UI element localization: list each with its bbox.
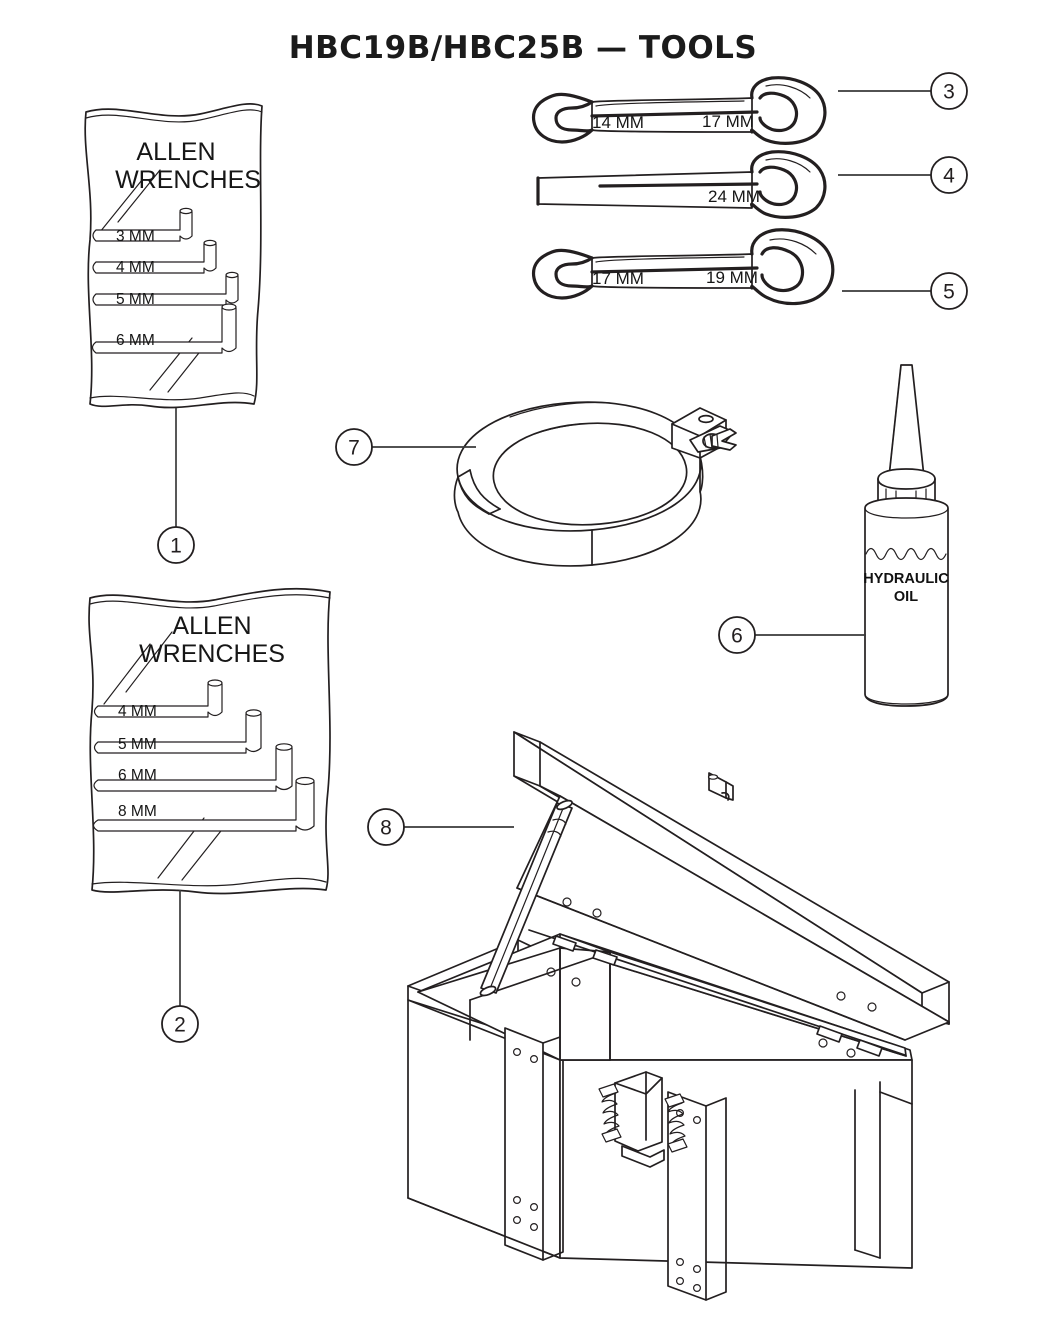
pouch-large-size-1: 5 MM [118, 736, 157, 753]
pouch-small-size-0: 3 MM [116, 228, 155, 245]
pouch-small-size-2: 5 MM [116, 291, 155, 308]
part-allen-pouch-small: ALLEN WRENCHES 3 MM 4 MM 5 MM 6 MM [84, 103, 263, 409]
pouch-large-heading-2: WRENCHES [139, 640, 285, 668]
pouch-small-heading-1: ALLEN [136, 138, 215, 166]
pouch-small-size-3: 6 MM [116, 332, 155, 349]
page-title: HBC19B/HBC25B — TOOLS [288, 30, 758, 66]
pouch-large-size-3: 8 MM [118, 803, 157, 820]
wrench-14-17-right-size: 17 MM [702, 112, 754, 131]
part-hydraulic-oil-bottle: HYDRAULIC OIL [863, 364, 949, 707]
callout-2[interactable]: 2 [161, 1005, 199, 1043]
callout-5[interactable]: 5 [930, 272, 968, 310]
callout-4[interactable]: 4 [930, 156, 968, 194]
callout-5-number: 5 [943, 281, 955, 304]
pouch-large-size-2: 6 MM [118, 767, 157, 784]
wrench-24-right-size: 24 MM [708, 187, 760, 206]
oil-bottle-label-1: HYDRAULIC [863, 571, 949, 587]
part-wrench-17-19: 17 MM 19 MM [531, 228, 835, 306]
part-wrench-24: 24 MM [536, 150, 827, 219]
leader-lines [175, 90, 931, 1006]
wrench-17-19-left-size: 17 MM [592, 269, 644, 288]
wrench-17-19-right-size: 19 MM [706, 268, 758, 287]
pouch-large-size-0: 4 MM [118, 703, 157, 720]
part-split-ring-clamp [453, 401, 737, 567]
callout-7[interactable]: 7 [335, 428, 373, 466]
callout-8[interactable]: 8 [367, 808, 405, 846]
spring-latch [598, 1071, 688, 1168]
pouch-small-size-1: 4 MM [116, 259, 155, 276]
callout-4-number: 4 [943, 165, 955, 188]
wrench-14-17-left-size: 14 MM [592, 113, 644, 132]
callout-bubbles: 1 2 3 4 5 6 7 [157, 72, 968, 1043]
callout-6-number: 6 [731, 625, 743, 648]
callout-7-number: 7 [348, 437, 360, 460]
callout-2-number: 2 [174, 1014, 186, 1037]
part-wrench-14-17: 14 MM 17 MM [531, 76, 827, 145]
pouch-small-heading-2: WRENCHES [115, 166, 261, 194]
callout-6[interactable]: 6 [718, 616, 756, 654]
callout-3[interactable]: 3 [930, 72, 968, 110]
callout-1[interactable]: 1 [157, 526, 195, 564]
oil-bottle-label-2: OIL [894, 589, 918, 605]
callout-1-number: 1 [170, 535, 182, 558]
part-tool-box [407, 731, 950, 1301]
part-allen-pouch-large: ALLEN WRENCHES 4 MM 5 MM 6 MM 8 MM [88, 587, 331, 895]
callout-8-number: 8 [380, 817, 392, 840]
pouch-large-heading-1: ALLEN [172, 612, 251, 640]
callout-3-number: 3 [943, 81, 955, 104]
